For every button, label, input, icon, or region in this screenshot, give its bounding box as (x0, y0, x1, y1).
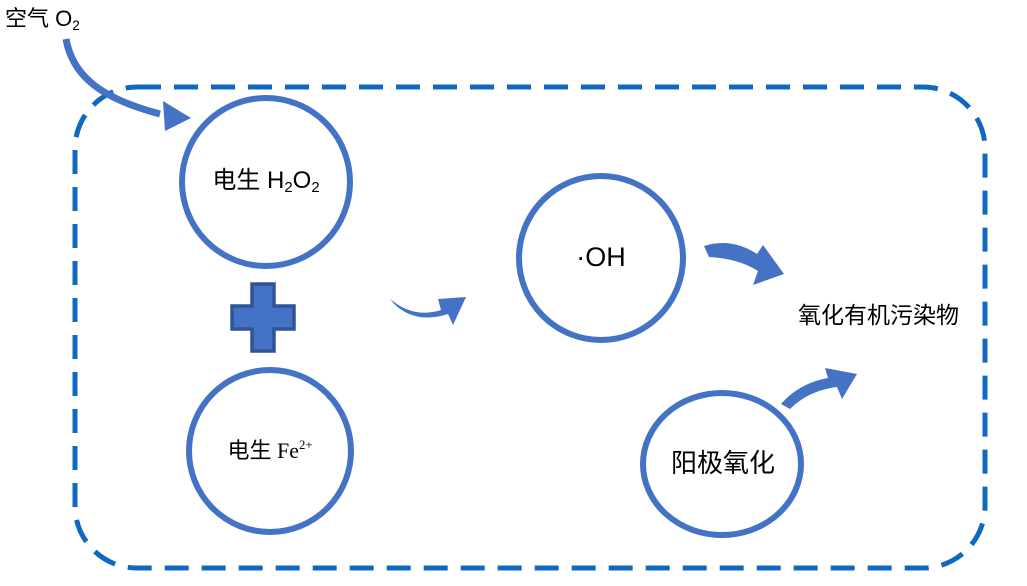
air-o2-subscript: 2 (72, 17, 80, 33)
anodic-oxidation-circle (640, 390, 804, 538)
air-inlet-arrow-shaft (62, 38, 161, 118)
reaction-arrow-icon (390, 297, 466, 325)
anodic-oxidation-label: 阳极氧化 (643, 393, 803, 535)
h2o2-circle (179, 95, 353, 269)
air-o2-label: 空气 O2 (5, 6, 80, 33)
h2o2-circle-label: 电生 H2O2 (182, 98, 350, 266)
h2o2-mid: O (292, 166, 312, 194)
oh-text: ·OH (576, 242, 626, 273)
plus-icon (230, 282, 296, 353)
fe2-superscript: 2+ (298, 438, 313, 453)
h2o2-sub2: 2 (311, 180, 320, 197)
h2o2-text: 电生 H (212, 166, 285, 194)
h2o2-sub1: 2 (284, 180, 293, 197)
oh-circle-label: ·OH (519, 176, 683, 340)
anodic-text: 阳极氧化 (670, 448, 775, 479)
fe2-circle-label: 电生 Fe2+ (189, 370, 351, 532)
fe2-circle (186, 367, 354, 535)
oxidize-organics-label: 氧化有机污染物 (798, 302, 959, 328)
oh-circle (516, 173, 686, 343)
air-inlet-arrow-icon (62, 38, 191, 131)
oh-output-arrow-icon (704, 242, 784, 285)
output-text: 氧化有机污染物 (798, 302, 959, 328)
air-o2-text: 空气 O (5, 6, 73, 31)
dashed-boundary-box (72, 84, 988, 571)
anodic-output-arrow-icon (781, 368, 857, 409)
air-inlet-arrow-head (163, 101, 191, 131)
fe2-text: 电生 Fe (227, 438, 299, 464)
